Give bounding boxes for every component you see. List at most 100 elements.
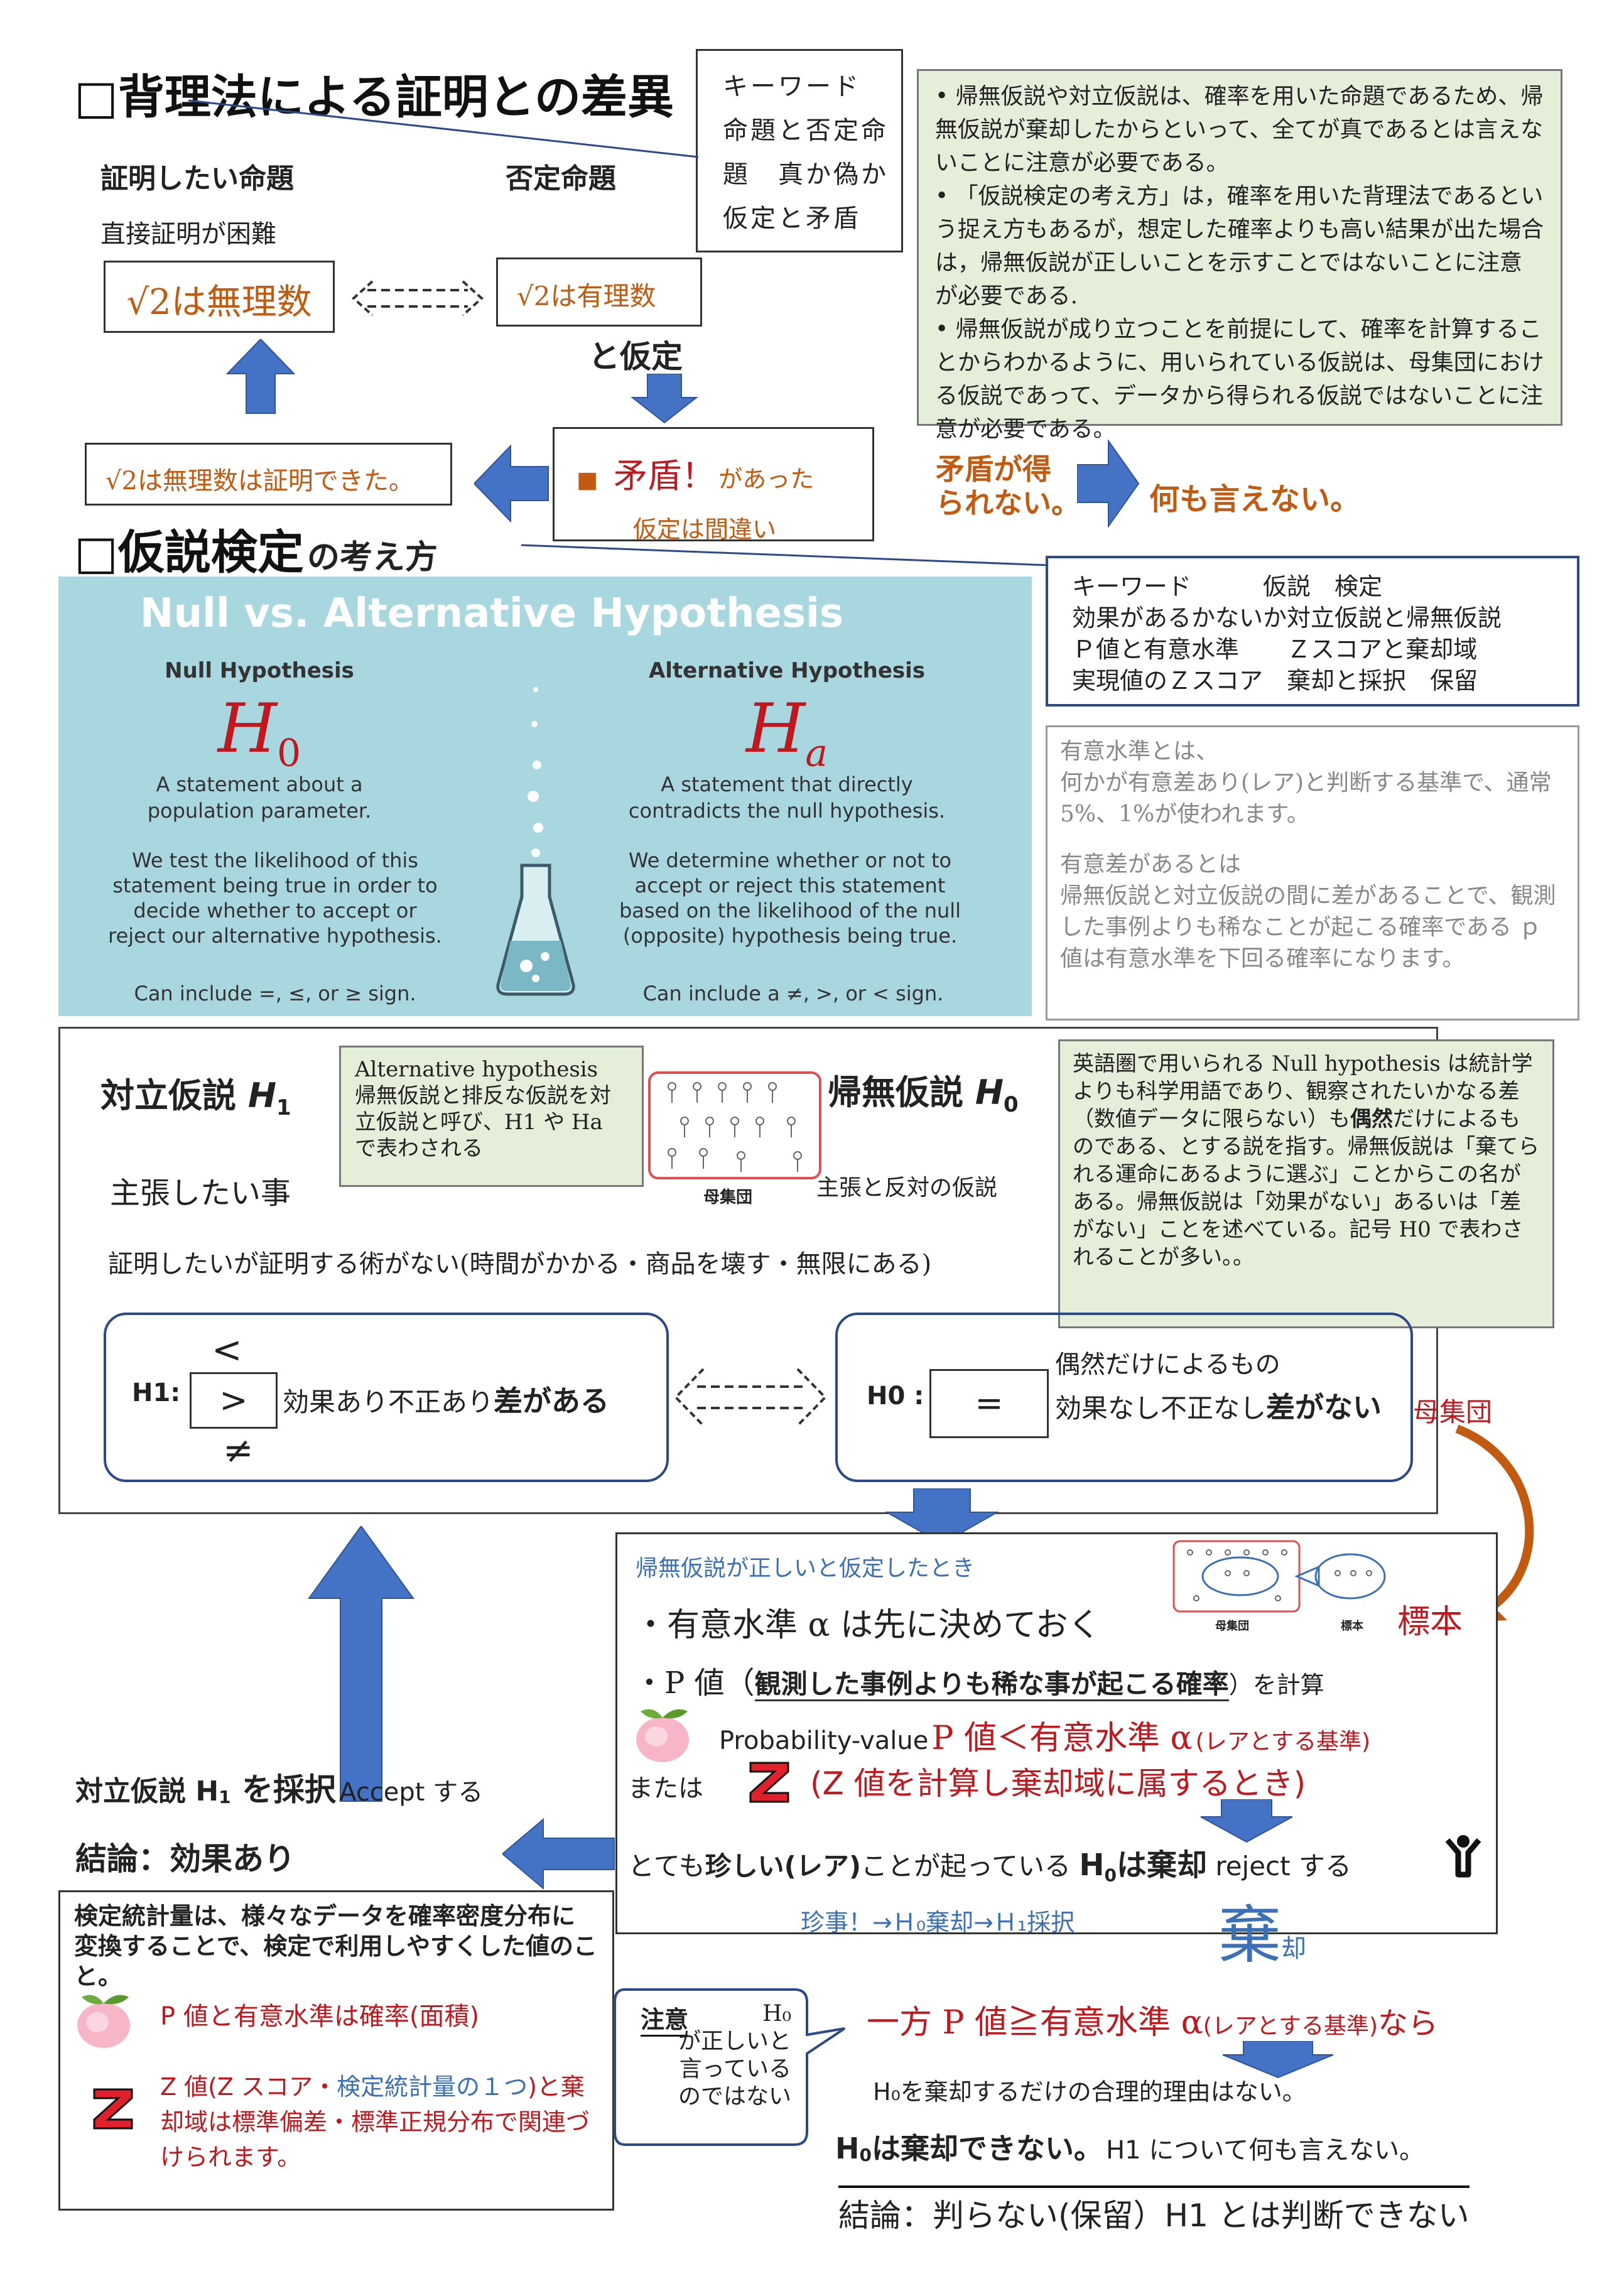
or-label: または [628,1774,703,1803]
keyword2-line: 効果があるかないか対立仮説と帰無仮説 [1072,604,1502,632]
null-note-a: 英語圏で用いられる Null hypothesis は統計学よりも科学用語であり… [1073,1051,1533,1132]
h1-sign-box: > [190,1372,278,1429]
cannot-prove-label: 証明したいが証明する術がない(時間がかかる・商品を壊す・無限にある) [108,1250,932,1279]
alt-symbol: Ha [580,690,994,776]
section2-title-main: □仮説検定 [74,526,304,580]
other-case-line: 一方 P 値≧有意水準 α(レアとする基準)なら [867,1996,1438,2043]
cannot-reject-b: は棄却できない。 [871,2131,1103,2165]
chain-label: 珍事！→Ｈ₀棄却→Ｈ₁採択 [801,1909,1075,1936]
nothing-to-say: 何も言えない。 [1149,482,1361,517]
significant-difference-text: 有意差があるとは 帰無仮説と対立仮説の間に差があることで、観測した事例よりも稀な… [1060,852,1556,972]
flask-icon [496,687,575,996]
keyword2-line: キーワード 仮説 検定 [1072,573,1383,600]
alt-title-text: 対立仮説 [100,1076,236,1115]
reject-kanji: 棄却 [1218,1884,1306,1975]
alt-title-h: H [247,1076,277,1115]
accept-b: を採択 [230,1772,337,1808]
stat-p-item: P 値と有意水準は確率(面積) [160,2002,480,2031]
rare-b: 珍しい(レア) [705,1851,862,1882]
keyword-box-1: キーワード 命題と否定命 題 真か偽か 仮定と矛盾 [696,49,903,252]
p-line-c: ）を計算 [1228,1671,1324,1699]
no-contradiction: 矛盾が得 られない。 [936,452,1080,520]
claim-label: 主張したい事 [110,1176,291,1211]
note-bullet: • 「仮説検定の考え方」は，確率を用いた背理法であるという捉え方もあるが，想定し… [935,183,1544,309]
null-signs: Can include =, ≤, or ≥ sign. [134,982,416,1005]
opposite-label: 主張と反対の仮説 [816,1175,998,1201]
h1-label: H1: [132,1378,181,1407]
contradiction-word: 矛盾！ [614,456,716,495]
right-arrow-icon [1077,440,1140,528]
alt-heading: Alternative Hypothesis [648,658,926,683]
contradiction-mark: ■ [577,467,598,493]
z-icon [744,1755,794,1806]
alt-test: We determine whether or not to accept or… [619,848,961,948]
null-test: We test the likelihood of this statement… [108,848,442,948]
h1-box [104,1313,669,1482]
caution-label: 注意 [641,2000,689,2037]
population-side-label: 母集団 [1413,1397,1493,1427]
reject-kanji-small: 却 [1281,1934,1306,1963]
h0-desc-1: 偶然だけによるもの [1055,1350,1280,1379]
section1-title: □背理法による証明との差異 [74,70,674,124]
z-item-c: )と棄却域は標準偏差・標準正規分布で関連づけられます。 [160,2073,590,2171]
cannot-reject-c: H1 について何も言えない。 [1106,2136,1425,2165]
left-arrow-icon [474,444,549,523]
peach-icon [77,1995,130,2048]
population-illustration: 母集団 [647,1068,823,1207]
cannot-reject-h: H [835,2131,860,2165]
accept-en: Accept する [339,1778,484,1807]
negation-box: √2は有理数 [496,257,702,327]
sample-label: 標本 [1397,1603,1463,1641]
accept-a: 対立仮説 H [75,1775,219,1807]
left-arrow-icon [502,1818,615,1890]
test-box [615,1532,1498,1934]
h0-box [835,1313,1413,1482]
z-item-b: 検定統計量の１つ [337,2073,528,2101]
population-people-icon [648,1071,821,1179]
reject-en: reject する [1215,1851,1351,1882]
reject-kanji-big: 棄 [1218,1898,1281,1972]
alt-symbol-h: H [746,690,806,768]
section2-title: □仮説検定 の考え方 [74,515,438,582]
null-desc: A statement about a population parameter… [147,772,372,823]
p-line-b: 観測した事例よりも稀な事が起こる確率 [754,1669,1229,1701]
up-arrow-icon [226,339,295,414]
direct-note: 直接証明が困難 [100,220,276,249]
sampling-icon [1172,1540,1386,1613]
person-icon [1445,1835,1481,1878]
h0-label: H0 : [867,1382,924,1411]
h-double-dashed-arrow [674,1368,827,1427]
note-bullet: • 帰無仮説が成り立つことを前提にして、確率を計算することからわかるように、用い… [935,317,1544,442]
alpha-line: ・有意水準 α は先に決めておく [634,1606,1101,1644]
z-item-a: Z 値(Z スコア・ [160,2073,337,2101]
null-note-b: 偶然 [1350,1107,1393,1132]
keyword1-line: キーワード [723,72,861,101]
no-reason: H₀を棄却するだけの合理的理由はない。 [873,2078,1306,2106]
reject-h-idx: 0 [1104,1865,1117,1886]
z-condition: (Z 値を計算し棄却域に属するとき) [810,1765,1306,1802]
null-symbol-h: H [217,690,277,768]
stat-z-item: Z 値(Z スコア・検定統計量の１つ)と棄却域は標準偏差・標準正規分布で関連づけ… [160,2069,600,2175]
h1-desc-a: 効果あり不正あり [283,1387,494,1417]
contradiction-tail: があった [718,465,815,493]
proposition-text: √2は無理数 [126,282,312,323]
p-condition-note: (レアとする基準) [1195,1729,1371,1755]
alt-desc: A statement that directly contradicts th… [628,772,946,823]
h0-desc-2b: 差がない [1266,1390,1382,1424]
null-symbol: H0 [58,690,460,776]
sampling-illustration: 母集団 標本 [1171,1539,1391,1639]
null-note-c: だけによるものである、とする説を指す。帰無仮説は「棄てられる運命にあるように選ぶ… [1073,1107,1540,1270]
caution-text: H₀ が正しいと 言っている のではない [678,2001,791,2109]
keyword2-line: 実現値のＺスコア 棄却と採択 保留 [1072,667,1478,695]
alt-title-idx: 1 [276,1095,291,1120]
h0-eq: = [975,1384,1004,1423]
keyword2-line: Ｐ値と有意水準 Ｚスコアと棄却域 [1072,636,1478,663]
section2-title-sub: の考え方 [307,539,438,577]
p-line-a: ・P 値（ [634,1665,755,1701]
h1-desc-b: 差がある [494,1384,610,1418]
cannot-reject: H0は棄却できない。 H1 について何も言えない。 [835,2126,1424,2167]
conclusion-effect: 結論：効果あり [75,1841,295,1877]
h1-lt: < [212,1328,242,1371]
significance-level-text: 有意水準とは、 何かが有意差あり(レア)と判断する基準で、通常 5%、1%が使わ… [1060,739,1552,827]
caution-callout [614,1988,846,2146]
